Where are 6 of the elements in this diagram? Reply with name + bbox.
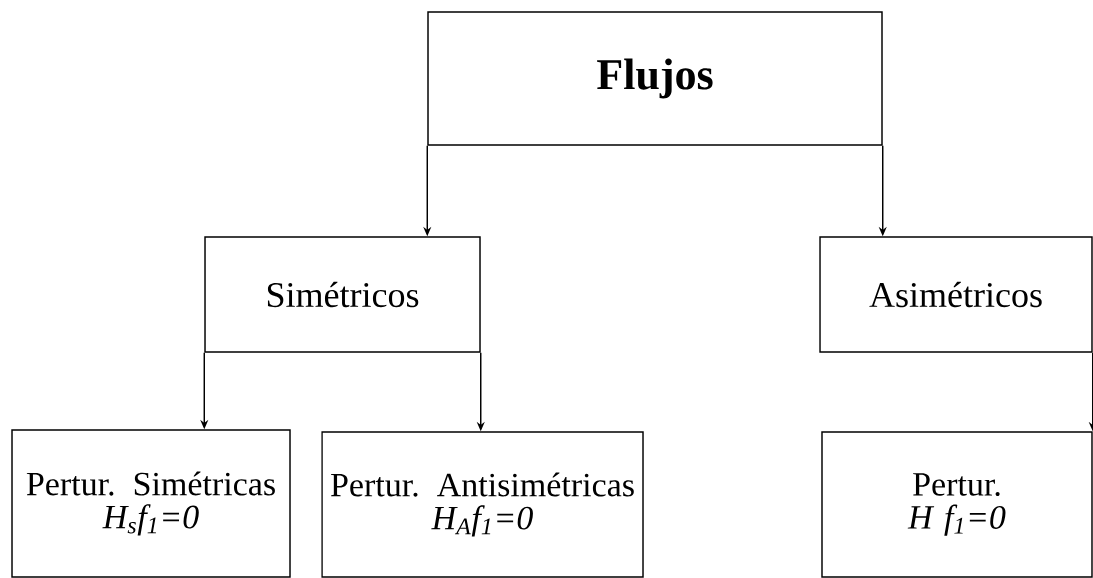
case-box: Pertur. Antisimétricas H$_{A}$f$_{1}$=0	[321, 431, 644, 578]
category-box: Asimétricos	[819, 236, 1093, 353]
case-box: Pertur. H f$_{1}$=0	[821, 431, 1093, 578]
case-box: Pertur. Simétricas H$_{s}$f$_{1}$=0	[11, 429, 291, 578]
title-box: Flujos	[427, 11, 883, 146]
category-box: Simétricos	[204, 236, 481, 353]
